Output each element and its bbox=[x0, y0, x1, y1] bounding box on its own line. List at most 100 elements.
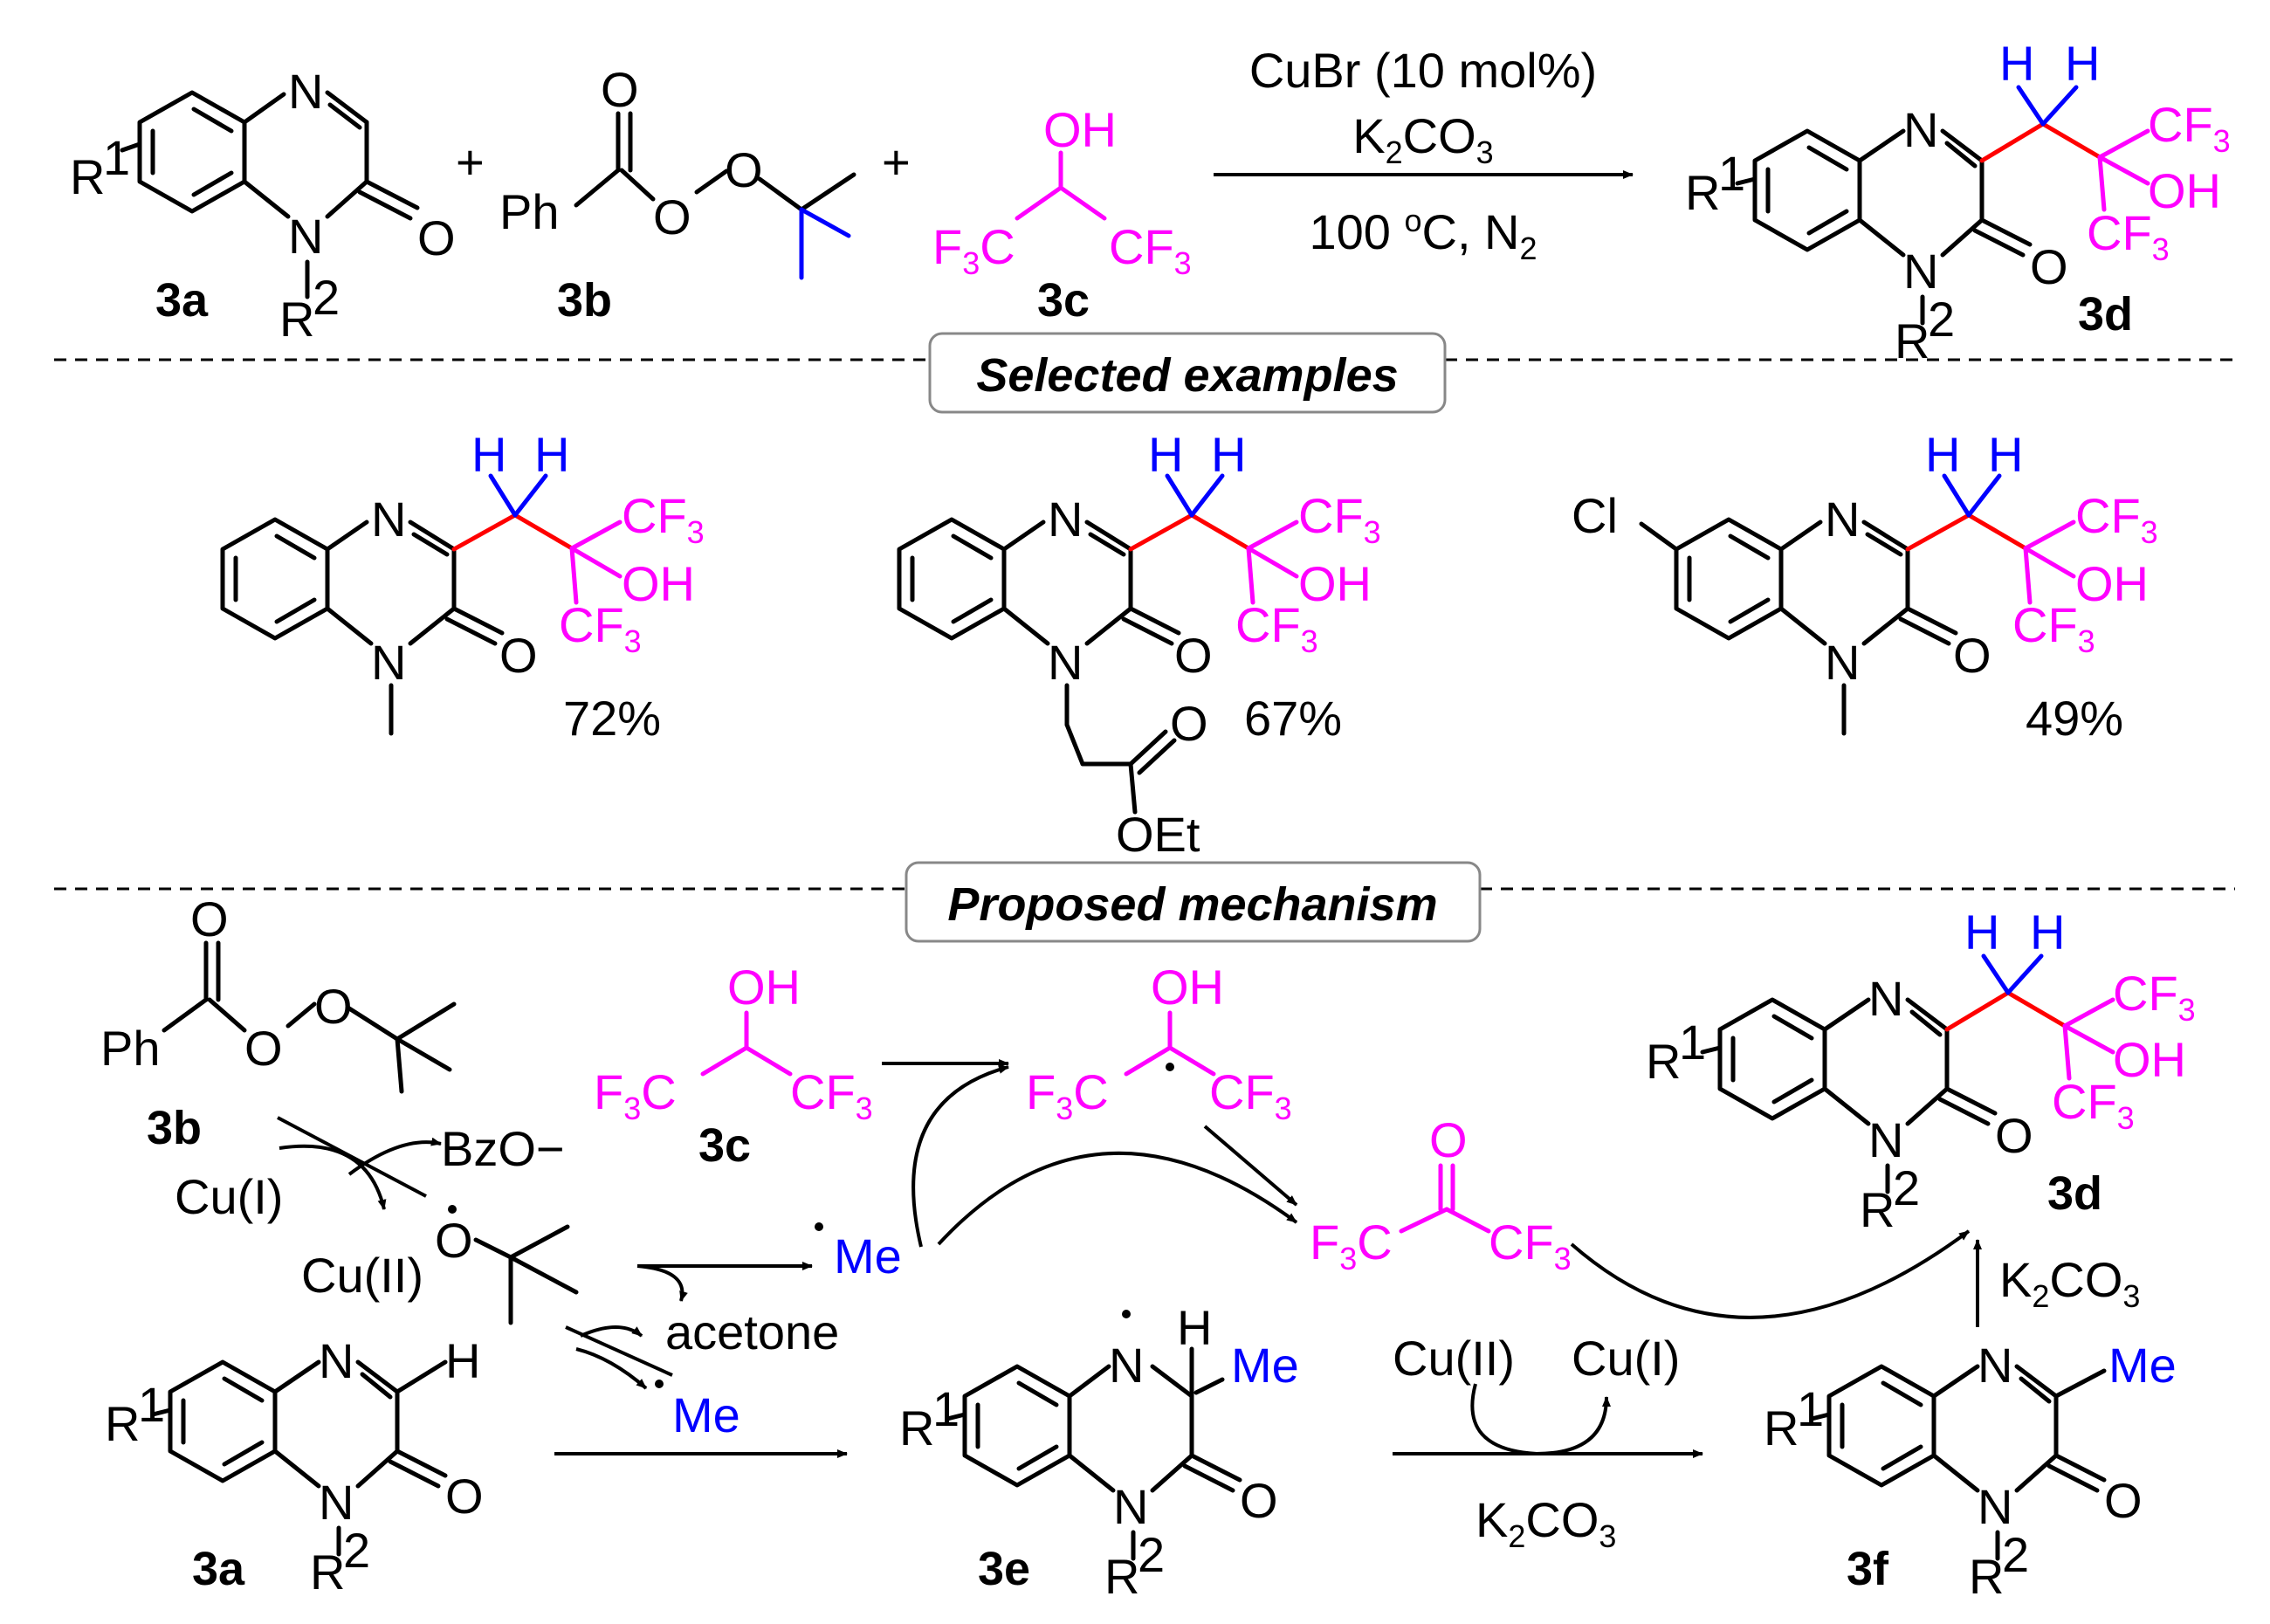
svg-text:F3C: F3C bbox=[594, 1064, 677, 1126]
hfip-3c-mechanism: OH F3C CF3 3c bbox=[594, 960, 873, 1172]
label-3e: 3e bbox=[978, 1543, 1030, 1595]
label-3d-top: 3d bbox=[2078, 288, 2133, 341]
svg-text:R: R bbox=[1860, 1182, 1895, 1237]
label-3c-top: 3c bbox=[1037, 274, 1090, 327]
svg-text:CF3: CF3 bbox=[790, 1064, 873, 1126]
svg-text:N: N bbox=[1113, 1479, 1148, 1534]
svg-text:CF3: CF3 bbox=[2148, 97, 2231, 159]
base-k2co3-lower: K2CO3 bbox=[1476, 1492, 1616, 1554]
svg-text:Me: Me bbox=[2108, 1338, 2177, 1393]
svg-text:O: O bbox=[2104, 1473, 2143, 1528]
methyl-radical-1: Me bbox=[834, 1228, 902, 1283]
svg-text:1: 1 bbox=[1679, 1015, 1706, 1070]
hfip-radical: OH F3C CF3 bbox=[1026, 960, 1292, 1126]
svg-text:R: R bbox=[1646, 1034, 1681, 1089]
svg-text:N: N bbox=[288, 209, 323, 264]
svg-text:OH: OH bbox=[2148, 163, 2221, 218]
svg-text:H: H bbox=[1999, 36, 2034, 91]
methyl-radical-2: Me bbox=[672, 1387, 740, 1442]
svg-text:O: O bbox=[725, 142, 763, 197]
svg-text:N: N bbox=[371, 635, 406, 690]
redox-cu-ii: Cu(II) bbox=[1393, 1331, 1515, 1386]
svg-text:O: O bbox=[435, 1213, 473, 1268]
svg-text:H: H bbox=[534, 427, 569, 482]
svg-text:N: N bbox=[1048, 492, 1083, 547]
label-3a-mechanism: 3a bbox=[192, 1543, 245, 1595]
svg-text:N: N bbox=[1903, 102, 1938, 157]
svg-text:N: N bbox=[288, 64, 323, 119]
svg-text:O: O bbox=[190, 891, 229, 946]
ester-oet: OEt bbox=[1116, 807, 1200, 862]
svg-text:O: O bbox=[314, 979, 353, 1034]
product-3d-mechanism: H H CF3 OH CF3 R1 N N O R2 3d bbox=[1646, 905, 2196, 1237]
condition-temperature: 100 oC, N2 bbox=[1309, 203, 1537, 266]
copper-i-label: Cu(I) bbox=[175, 1169, 283, 1224]
svg-text:O: O bbox=[1953, 628, 1991, 683]
svg-text:R: R bbox=[105, 1396, 140, 1451]
svg-text:CF3: CF3 bbox=[1109, 219, 1192, 281]
svg-text:CF3: CF3 bbox=[1209, 1064, 1292, 1126]
svg-text:2: 2 bbox=[1928, 292, 1955, 347]
svg-text:CF3: CF3 bbox=[2113, 966, 2196, 1028]
svg-text:N: N bbox=[319, 1333, 354, 1388]
svg-text:O: O bbox=[653, 189, 691, 244]
quinoxalinone-3a-mechanism: R1 N N H O R2 3a bbox=[105, 1333, 484, 1600]
svg-text:O: O bbox=[1170, 696, 1208, 751]
svg-text:R: R bbox=[1104, 1549, 1139, 1604]
proposed-mechanism-box bbox=[905, 861, 1482, 943]
svg-text:O: O bbox=[1995, 1108, 2033, 1163]
svg-text:CF3: CF3 bbox=[1298, 488, 1381, 550]
selected-examples-box bbox=[928, 332, 1447, 414]
svg-text:H: H bbox=[445, 1333, 480, 1388]
yield-example-1: 72% bbox=[563, 691, 661, 746]
svg-text:H: H bbox=[471, 427, 506, 482]
yield-example-2: 67% bbox=[1244, 691, 1342, 746]
plus-sign-1: + bbox=[456, 134, 485, 189]
svg-text:O: O bbox=[1429, 1112, 1468, 1167]
benzoate-anion: BzO− bbox=[441, 1121, 565, 1176]
svg-text:N: N bbox=[1868, 971, 1903, 1026]
svg-text:N: N bbox=[1978, 1338, 2012, 1393]
svg-text:Ph: Ph bbox=[499, 184, 560, 239]
redox-cu-i: Cu(I) bbox=[1572, 1331, 1680, 1386]
svg-text:Ph: Ph bbox=[100, 1021, 161, 1076]
svg-text:OH: OH bbox=[1043, 102, 1117, 157]
svg-text:H: H bbox=[1148, 427, 1183, 482]
tert-butoxy-radical: O bbox=[435, 1205, 579, 1325]
acetone-label: acetone bbox=[665, 1304, 839, 1359]
svg-text:H: H bbox=[2065, 36, 2100, 91]
svg-text:1: 1 bbox=[932, 1381, 960, 1436]
svg-text:O: O bbox=[445, 1469, 484, 1524]
svg-text:OH: OH bbox=[2113, 1032, 2186, 1087]
svg-text:O: O bbox=[417, 210, 456, 265]
base-k2co3-right: K2CO3 bbox=[1999, 1252, 2140, 1314]
plus-sign-2: + bbox=[882, 134, 911, 189]
label-3c-mechanism: 3c bbox=[698, 1119, 751, 1172]
svg-text:R: R bbox=[1685, 165, 1720, 220]
svg-text:H: H bbox=[1177, 1300, 1212, 1355]
svg-text:H: H bbox=[1964, 905, 1999, 960]
hfip-3c-top: OH F3C CF3 3c bbox=[932, 102, 1192, 327]
svg-text:R: R bbox=[279, 292, 314, 347]
svg-text:CF3: CF3 bbox=[622, 488, 705, 550]
svg-text:N: N bbox=[1868, 1112, 1903, 1167]
svg-text:O: O bbox=[2030, 239, 2068, 294]
product-3d-top: H H CF3 OH CF3 R1 N N O R2 3d bbox=[1685, 36, 2231, 368]
svg-text:CF3: CF3 bbox=[2075, 488, 2158, 550]
svg-text:H: H bbox=[1988, 427, 2023, 482]
label-3b-top: 3b bbox=[557, 274, 612, 327]
section-title-mechanism: Proposed mechanism bbox=[947, 878, 1437, 931]
svg-text:CF3: CF3 bbox=[1489, 1215, 1572, 1276]
svg-text:N: N bbox=[371, 492, 406, 547]
svg-text:2: 2 bbox=[2002, 1527, 2029, 1582]
chloro-substituent: Cl bbox=[1572, 488, 1618, 543]
svg-text:F3C: F3C bbox=[1310, 1215, 1393, 1276]
label-3d-mechanism: 3d bbox=[2047, 1167, 2102, 1220]
svg-text:F3C: F3C bbox=[932, 219, 1015, 281]
svg-text:O: O bbox=[1174, 628, 1213, 683]
svg-text:H: H bbox=[2030, 905, 2065, 960]
intermediate-3f: R1 N Me N O R2 3f bbox=[1764, 1338, 2177, 1604]
svg-text:N: N bbox=[1109, 1338, 1144, 1393]
svg-text:1: 1 bbox=[138, 1377, 165, 1432]
